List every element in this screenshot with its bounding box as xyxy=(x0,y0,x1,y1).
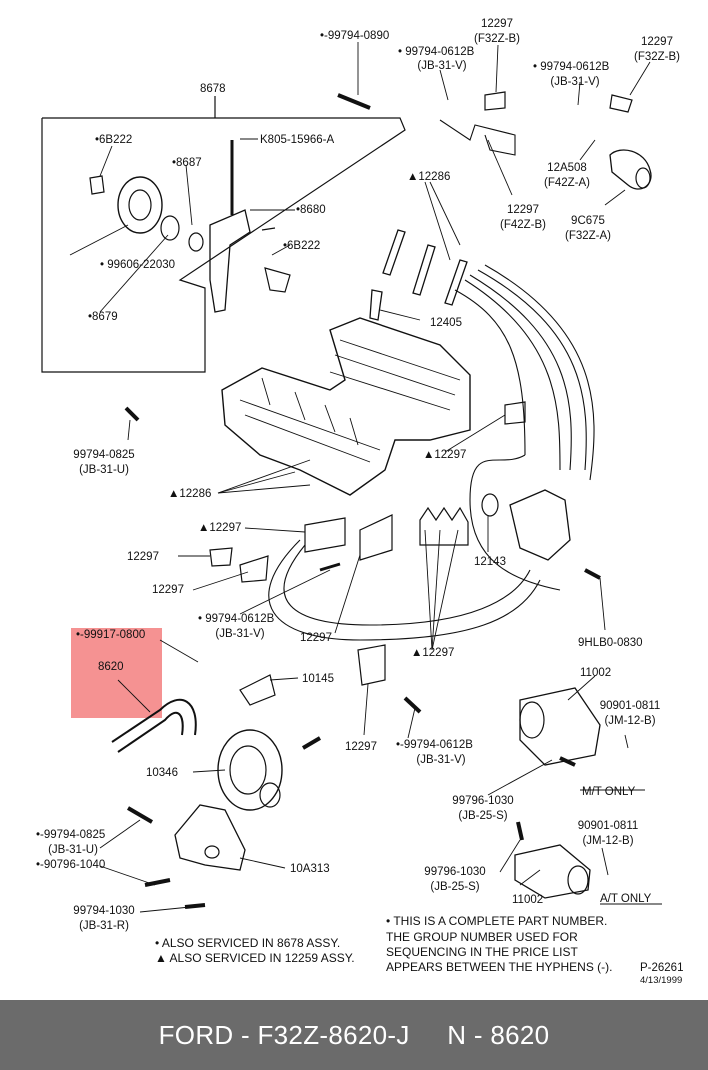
label-99794-0612b: • 99794-0612B xyxy=(198,613,275,625)
label-99794-0825: 99794-0825 xyxy=(73,449,134,461)
label-12286: ▲12286 xyxy=(168,488,211,500)
label-12297: ▲12297 xyxy=(423,449,466,461)
assembly-box-8678 xyxy=(41,117,406,373)
label-11002: 11002 xyxy=(580,667,611,679)
label-f42z-a: (F42Z-A) xyxy=(544,177,590,189)
fitting-9c675 xyxy=(609,149,652,190)
ref-date: 4/13/1999 xyxy=(640,975,682,986)
label-12297: 12297 xyxy=(481,18,513,30)
legend-8678: • ALSO SERVICED IN 8678 ASSY. xyxy=(155,936,340,950)
label-90796-1040: •-90796-1040 xyxy=(36,859,105,871)
label-jb-31-v: (JB-31-V) xyxy=(416,754,465,766)
alternator-bracket-10a313 xyxy=(174,804,246,871)
label-jb-31-v: (JB-31-V) xyxy=(550,76,599,88)
label-99794-0612b: • 99794-0612B xyxy=(533,61,610,73)
label-8679: •8679 xyxy=(88,311,118,323)
note-line-4: APPEARS BETWEEN THE HYPHENS (-). xyxy=(386,960,612,974)
starter-11002-mt xyxy=(519,687,601,766)
coil-pack-12143 xyxy=(509,489,571,561)
label-99794-1030: 99794-1030 xyxy=(73,905,134,917)
label-jb-31-u: (JB-31-U) xyxy=(79,464,129,476)
label-jb-31-v: (JB-31-V) xyxy=(215,628,264,640)
label-12297: 12297 xyxy=(127,551,159,563)
label-10145: 10145 xyxy=(302,673,334,685)
label-99606-22030: • 99606-22030 xyxy=(100,259,175,271)
label-8680: •8680 xyxy=(296,204,326,216)
label-12405: 12405 xyxy=(430,317,462,329)
plug-wire-boots xyxy=(382,229,468,306)
label-10a313: 10A313 xyxy=(290,863,330,875)
label-jm-12-b: (JM-12-B) xyxy=(582,835,633,847)
label-90901-0811: 90901-0811 xyxy=(600,700,661,712)
note-line-2: THE GROUP NUMBER USED FOR xyxy=(386,930,578,944)
label-10346: 10346 xyxy=(146,767,178,779)
label-6b222: •6B222 xyxy=(95,134,132,146)
ref-number: P-26261 xyxy=(640,962,683,974)
label-6b222: •6B222 xyxy=(283,240,320,252)
label-12297: 12297 xyxy=(507,204,539,216)
note-line-1: • THIS IS A COMPLETE PART NUMBER. xyxy=(386,914,607,928)
label-f32z-a: (F32Z-A) xyxy=(565,230,611,242)
label-8687: •8687 xyxy=(172,157,202,169)
label-99796-1030: 99796-1030 xyxy=(424,866,485,878)
label-9hlb0-0830: 9HLB0-0830 xyxy=(578,637,643,649)
wire-separators xyxy=(419,506,469,546)
starter-11002-at xyxy=(514,844,591,899)
label-mt-only: M/T ONLY xyxy=(582,786,636,798)
alternator-10346 xyxy=(217,729,283,811)
pulley-6b222 xyxy=(117,176,163,234)
label-99794-0890: •-99794-0890 xyxy=(320,30,389,42)
label-11002: 11002 xyxy=(512,894,543,906)
spark-plug-12405 xyxy=(369,289,383,321)
label-12297: 12297 xyxy=(345,741,377,753)
label-12297: ▲12297 xyxy=(411,647,454,659)
label-f32z-b: (F32Z-B) xyxy=(634,51,680,63)
label-9c675: 9C675 xyxy=(571,215,605,227)
label-99794-0612b: • 99794-0612B xyxy=(398,46,475,58)
label-jm-12-b: (JM-12-B) xyxy=(604,715,655,727)
label-jb-25-s: (JB-25-S) xyxy=(430,881,479,893)
label-99917-0800: •-99917-0800 xyxy=(76,629,145,641)
label-12297: 12297 xyxy=(300,632,332,644)
bracket-8680 xyxy=(209,209,251,313)
label-12a508: 12A508 xyxy=(547,162,587,174)
label-jb-31-u: (JB-31-U) xyxy=(48,844,98,856)
highlight-8620 xyxy=(71,628,162,718)
parts-diagram: •-99794-0890 12297 (F32Z-B) • 99794-0612… xyxy=(36,18,683,986)
label-12297: 12297 xyxy=(641,36,673,48)
label-99796-1030: 99796-1030 xyxy=(452,795,513,807)
label-at-only: A/T ONLY xyxy=(600,893,652,905)
label-8678: 8678 xyxy=(200,83,226,95)
engine-block xyxy=(221,317,471,496)
legend-12259: ▲ ALSO SERVICED IN 12259 ASSY. xyxy=(155,951,355,965)
label-90901-0811: 90901-0811 xyxy=(578,820,639,832)
label-99794-0825: •-99794-0825 xyxy=(36,829,105,841)
footer-bar: FORD - F32Z-8620-J N - 8620 xyxy=(0,1000,708,1070)
label-f32z-b: (F32Z-B) xyxy=(474,33,520,45)
label-12297: 12297 xyxy=(152,584,184,596)
note-line-3: SEQUENCING IN THE PRICE LIST xyxy=(386,945,578,959)
label-f42z-b: (F42Z-B) xyxy=(500,219,546,231)
footer-part-number: FORD - F32Z-8620-J N - 8620 xyxy=(158,1019,550,1050)
label-jb-31-r: (JB-31-R) xyxy=(79,920,129,932)
label-12143: 12143 xyxy=(474,556,506,568)
label-12286: ▲12286 xyxy=(407,171,450,183)
drive-belt-8620 xyxy=(111,698,197,753)
label-k805-15966-a: K805-15966-A xyxy=(260,134,334,146)
label-12297: ▲12297 xyxy=(198,522,241,534)
ignition-wires-12286 xyxy=(268,264,595,641)
label-99794-0612b: •-99794-0612B xyxy=(396,739,473,751)
label-jb-31-v: (JB-31-V) xyxy=(417,60,466,72)
label-8620: 8620 xyxy=(98,661,124,673)
label-jb-25-s: (JB-25-S) xyxy=(458,810,507,822)
